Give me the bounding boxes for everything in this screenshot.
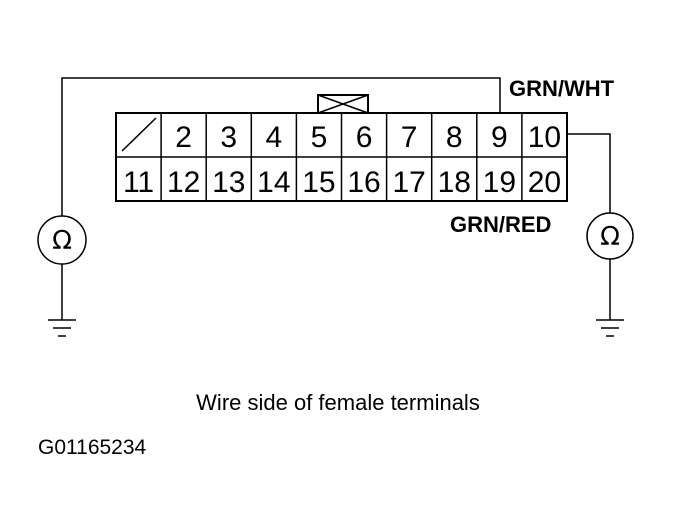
- terminal-number: 20: [528, 166, 561, 199]
- left-ohmmeter: Ω: [37, 215, 87, 320]
- terminal-number: 5: [311, 121, 328, 154]
- ohm-icon: Ω: [52, 226, 72, 256]
- blank-terminal-slash: [121, 117, 157, 152]
- terminal-number: 17: [392, 166, 425, 199]
- left-ground-icon: [48, 319, 76, 337]
- wire-label-grn-red: GRN/RED: [450, 212, 551, 237]
- terminal-number: 13: [212, 166, 245, 199]
- figure-id: G01165234: [38, 436, 147, 459]
- wire-grn-red: [567, 133, 611, 213]
- right-ground-icon: [596, 319, 624, 337]
- right-ohmmeter: Ω: [586, 212, 634, 320]
- terminal-number: 7: [401, 121, 418, 154]
- terminal-number: 15: [302, 166, 335, 199]
- ohm-icon: Ω: [600, 222, 620, 252]
- terminal-number: 9: [491, 121, 508, 154]
- terminal-number: 4: [266, 121, 283, 154]
- terminal-number: 12: [167, 166, 200, 199]
- terminal-number: 16: [347, 166, 380, 199]
- terminal-number: 14: [257, 166, 290, 199]
- terminal-number: 3: [220, 121, 237, 154]
- diagram-caption: Wire side of female terminals: [196, 390, 480, 415]
- terminal-number: 18: [438, 166, 471, 199]
- connector-lock-tab: [317, 94, 369, 114]
- terminal-number: 2: [175, 121, 192, 154]
- terminal-number: 19: [483, 166, 516, 199]
- terminal-number: 6: [356, 121, 373, 154]
- wire-grn-wht: [61, 77, 501, 216]
- terminal-number: 8: [446, 121, 463, 154]
- wire-label-grn-wht: GRN/WHT: [509, 76, 615, 101]
- terminal-number: 10: [528, 121, 561, 154]
- terminal-number: 11: [123, 166, 154, 199]
- connector-body: [115, 112, 568, 202]
